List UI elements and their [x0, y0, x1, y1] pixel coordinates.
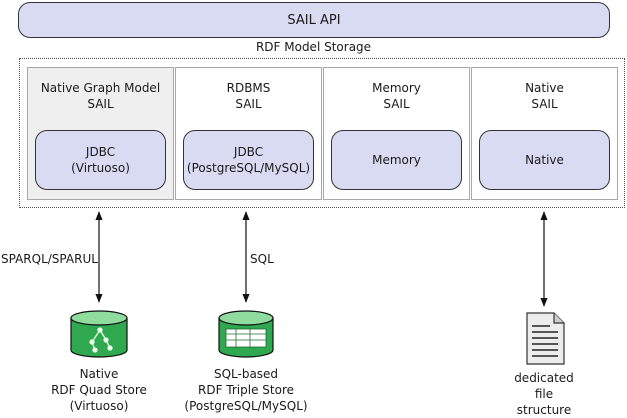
document-file-icon	[526, 312, 565, 365]
sparql-sparul-label: SPARQL/SPARUL	[1, 252, 98, 266]
rdf-model-storage-container	[19, 58, 625, 208]
sql-label: SQL	[250, 252, 274, 266]
sail-api-box: SAIL API	[18, 2, 610, 38]
jdbc-virtuoso-box: JDBC(Virtuoso)	[35, 130, 166, 190]
jdbc-postgresql-mysql-box: JDBC(PostgreSQL/MySQL)	[183, 130, 314, 190]
memory-box: Memory	[331, 130, 462, 190]
native-box: Native	[479, 130, 610, 190]
sail-api-label: SAIL API	[287, 12, 341, 28]
table-database-icon	[218, 310, 274, 358]
rdf-model-storage-label: RDF Model Storage	[255, 40, 372, 54]
graph-database-icon	[70, 310, 128, 358]
